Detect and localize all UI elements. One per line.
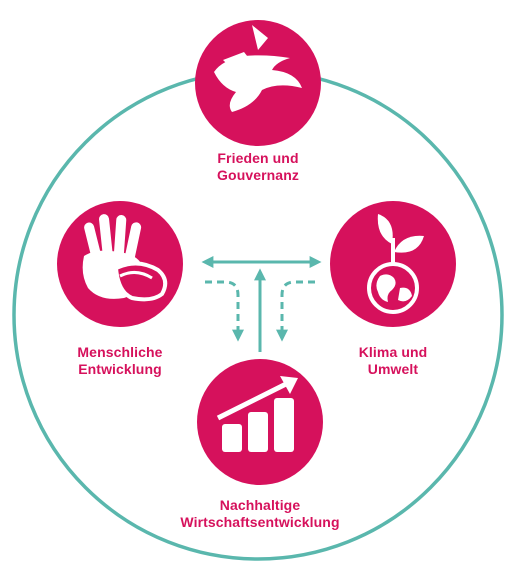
- label-economy-line1: Nachhaltige: [219, 497, 301, 513]
- dashed-arrow-left: [205, 280, 244, 342]
- label-economy-line2: Wirtschaftsentwicklung: [180, 514, 340, 530]
- hands-icon: [82, 214, 168, 302]
- connector-arrows: [201, 256, 322, 352]
- globe-plant-icon: [367, 214, 424, 314]
- label-economy: Nachhaltige Wirtschaftsentwicklung: [150, 497, 370, 531]
- label-climate: Klima und Umwelt: [323, 344, 463, 378]
- label-climate-line1: Klima und: [358, 344, 428, 360]
- growth-chart-icon: [216, 376, 298, 452]
- label-climate-line2: Umwelt: [367, 361, 419, 377]
- label-peace: Frieden und Gouvernanz: [178, 150, 338, 184]
- label-human-line1: Menschliche: [77, 344, 163, 360]
- label-human-line2: Entwicklung: [78, 361, 162, 377]
- label-peace-line2: Gouvernanz: [217, 167, 299, 183]
- label-human: Menschliche Entwicklung: [50, 344, 190, 378]
- dashed-arrow-right: [276, 280, 315, 342]
- dove-icon: [214, 25, 302, 112]
- label-peace-line1: Frieden und: [217, 150, 299, 166]
